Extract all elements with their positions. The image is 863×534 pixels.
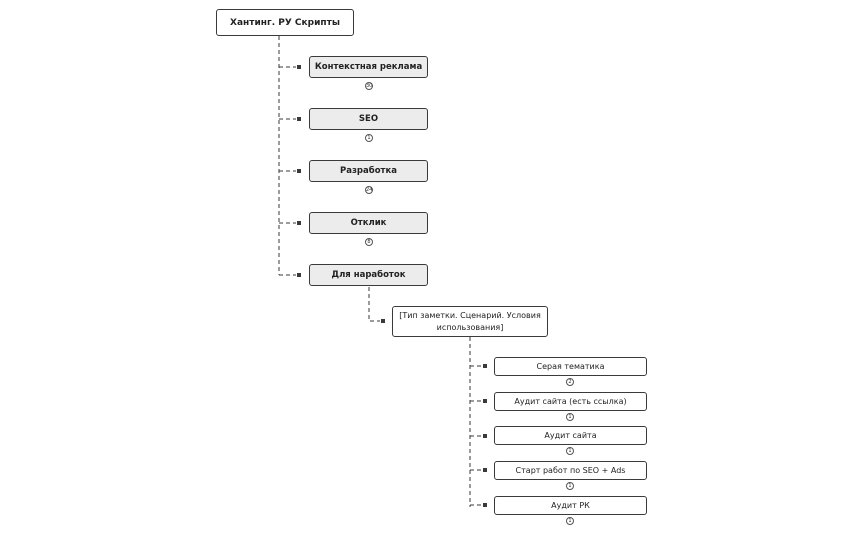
node-audit-saita[interactable]: Аудит сайта — [494, 426, 647, 445]
connector-square — [483, 503, 487, 507]
connector-square — [297, 65, 301, 69]
count-badge[interactable]: 8 — [365, 238, 373, 246]
node-note-template[interactable]: [Тип заметки. Сценарий. Условия использо… — [392, 306, 548, 337]
node-label: Серая тематика — [536, 361, 605, 371]
node-label: Разработка — [340, 166, 397, 176]
count-badge[interactable]: 1 — [365, 134, 373, 142]
connector-square — [381, 319, 385, 323]
count-badge[interactable]: 1 — [566, 447, 574, 455]
connector-square — [297, 273, 301, 277]
connector-square — [483, 364, 487, 368]
connector-square — [483, 468, 487, 472]
count-badge[interactable]: 24 — [365, 186, 373, 194]
connector-square — [483, 434, 487, 438]
node-seo[interactable]: SEO — [309, 108, 428, 130]
count-badge[interactable]: 30 — [365, 82, 373, 90]
connector-square — [483, 399, 487, 403]
node-razrabotka[interactable]: Разработка — [309, 160, 428, 182]
root-node[interactable]: Хантинг. РУ Скрипты — [216, 9, 354, 36]
narabotki-trunk — [368, 287, 380, 322]
node-kontekstnaya-reklama[interactable]: Контекстная реклама — [309, 56, 428, 78]
node-otklik[interactable]: Отклик — [309, 212, 428, 234]
connector-square — [297, 117, 301, 121]
node-audit-saita-ssylka[interactable]: Аудит сайта (есть ссылка) — [494, 392, 647, 411]
node-label: Отклик — [350, 218, 387, 228]
node-seraya-tematika[interactable]: Серая тематика — [494, 357, 647, 376]
node-label: Аудит РК — [551, 500, 590, 510]
count-badge[interactable]: 1 — [566, 413, 574, 421]
count-badge[interactable]: 2 — [566, 378, 574, 386]
node-label: [Тип заметки. Сценарий. Условия использо… — [399, 310, 541, 332]
count-badge[interactable]: 1 — [566, 482, 574, 490]
connector-square — [297, 169, 301, 173]
node-dlya-narabotok[interactable]: Для наработок — [309, 264, 428, 286]
node-label: SEO — [358, 114, 379, 124]
count-badge[interactable]: 1 — [566, 517, 574, 525]
node-audit-rk[interactable]: Аудит РК — [494, 496, 647, 515]
node-label: Старт работ по SEO + Ads — [515, 465, 626, 475]
root-label: Хантинг. РУ Скрипты — [230, 17, 340, 28]
node-start-rabot-seo-ads[interactable]: Старт работ по SEO + Ads — [494, 461, 647, 480]
node-label: Для наработок — [331, 270, 406, 280]
node-label: Аудит сайта — [544, 430, 597, 440]
node-label: Контекстная реклама — [314, 62, 423, 72]
node-label: Аудит сайта (есть ссылка) — [514, 396, 627, 406]
connector-square — [297, 221, 301, 225]
